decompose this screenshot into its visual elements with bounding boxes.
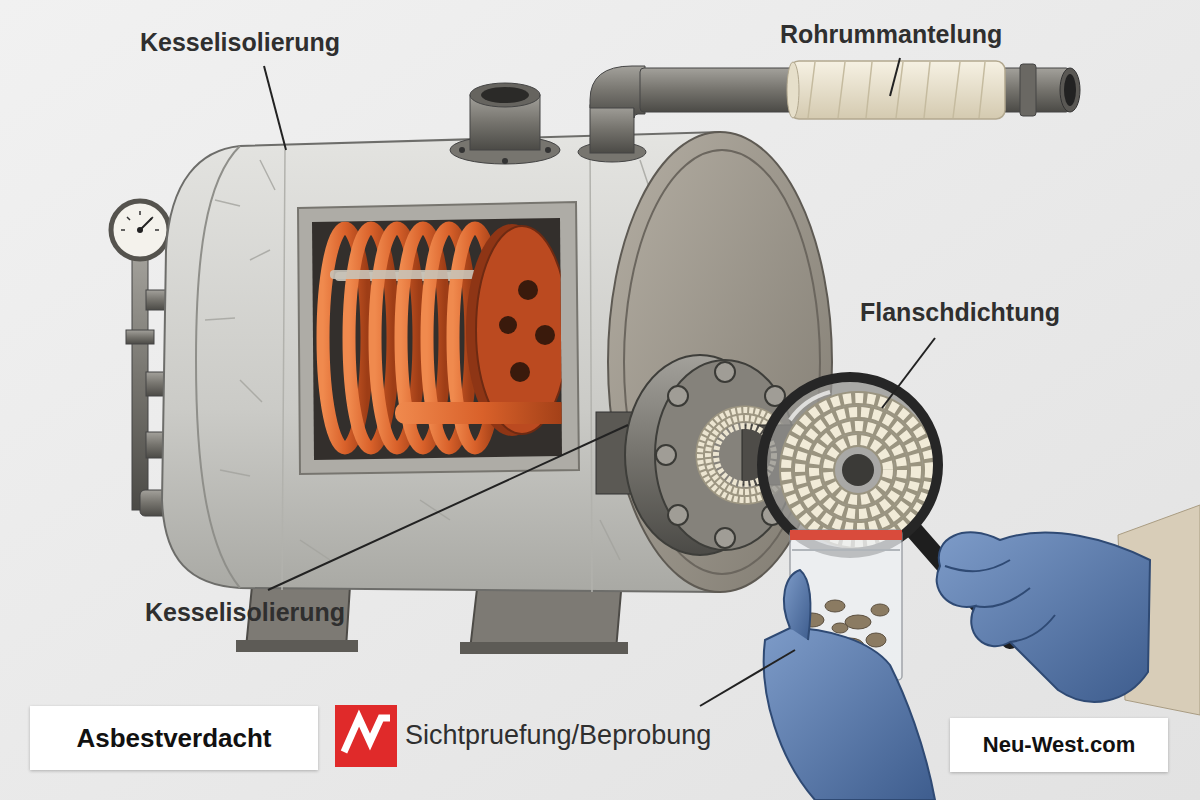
boiler-body: [196, 146, 240, 588]
pipe: [1060, 68, 1080, 112]
cutaway: [535, 325, 555, 345]
flange: [656, 445, 676, 465]
magnifier: [762, 377, 938, 553]
box-text: Neu-West.com: [983, 732, 1135, 758]
cutaway: [395, 402, 570, 424]
sample-bag: [792, 549, 900, 551]
top-nozzle: [470, 83, 540, 107]
flange: [715, 362, 735, 382]
pipe: [1064, 74, 1076, 106]
gauge-and-valves: [137, 227, 143, 233]
leader-line: [882, 338, 935, 408]
pipe: [590, 105, 634, 153]
magnifier: [786, 398, 930, 542]
part-label: Kesselisolierung: [145, 598, 345, 627]
cutaway: [518, 280, 538, 300]
top-nozzle: [502, 158, 508, 164]
cutaway: [298, 202, 579, 474]
flange: [668, 386, 688, 406]
logo-mark: [344, 718, 390, 752]
leader-line: [264, 66, 286, 150]
top-nozzle: [450, 83, 560, 164]
flange: [715, 528, 735, 548]
sample-bag: [871, 604, 889, 616]
sample-bag: [825, 600, 845, 612]
sample-bag: [764, 530, 935, 800]
pipe-wrapping: [787, 62, 799, 118]
sample-bag: [790, 530, 902, 540]
leader-line: [268, 425, 628, 590]
magnifier: [800, 412, 916, 528]
boiler-body: [205, 160, 650, 560]
flange: [668, 505, 688, 525]
gauge-and-valves: [111, 201, 169, 259]
box-text: Asbestverdacht: [76, 723, 271, 754]
magnifier: [800, 412, 916, 528]
leader-line: [264, 58, 935, 706]
sample-bag: [832, 623, 848, 633]
logo-mark: [335, 705, 397, 767]
text-box: Asbestverdacht: [30, 706, 318, 770]
gloved-hand: [937, 505, 1200, 715]
cutaway: [499, 316, 517, 334]
sample-bag: [845, 615, 871, 629]
sample-bag: [866, 633, 886, 647]
boiler-body: [282, 138, 592, 592]
part-label: Rohrummantelung: [780, 20, 1002, 49]
boiler-feet: [460, 642, 628, 654]
cutaway: [510, 362, 530, 382]
gloved-hand: [937, 532, 1150, 702]
cutaway: [323, 224, 570, 448]
part-label: Flanschdichtung: [860, 298, 1060, 327]
magnifier: [814, 426, 902, 514]
top-nozzle: [459, 147, 465, 153]
magnifier: [842, 454, 874, 486]
cutaway: [298, 202, 579, 474]
magnifier: [828, 440, 888, 500]
cutaway: [330, 270, 480, 279]
sample-bag: [784, 570, 810, 640]
gloved-hand: [945, 560, 1055, 642]
logo-mark: [335, 705, 397, 767]
magnifier: [790, 392, 830, 420]
leader-line: [890, 58, 900, 96]
pipe: [1020, 64, 1036, 116]
top-nozzle: [481, 87, 529, 103]
part-label: Kesselisolierung: [140, 28, 340, 57]
top-nozzle: [545, 147, 551, 153]
magnifier: [786, 398, 930, 542]
magnifier: [814, 426, 902, 514]
pipe: [590, 66, 645, 118]
magnifier: [828, 440, 888, 500]
gauge-and-valves: [126, 330, 154, 344]
boiler-feet: [236, 640, 358, 652]
leader-line: [700, 650, 795, 706]
text-box: Neu-West.com: [950, 718, 1168, 772]
caption-text: Sichtpruefung/Beprobung: [405, 720, 711, 751]
